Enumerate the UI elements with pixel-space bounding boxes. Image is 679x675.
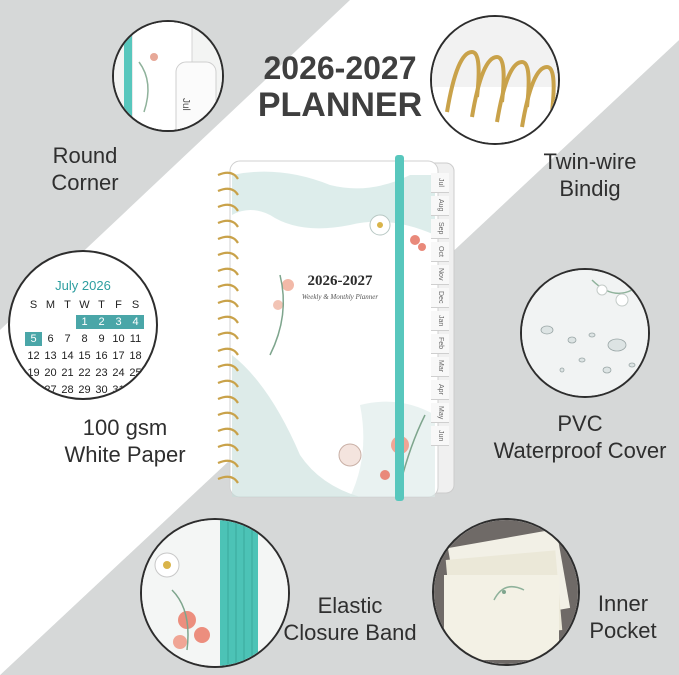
weekday-label: W bbox=[79, 299, 90, 311]
tab-dec: Dec bbox=[431, 288, 449, 308]
weekday-label: T bbox=[98, 299, 105, 311]
calendar-paper-photo: July 2026 S M T W T F S 1 2 3 4 5 6 7 8 … bbox=[8, 250, 158, 400]
calendar-day: 6 bbox=[47, 333, 54, 345]
calendar-day: 14 bbox=[61, 350, 74, 362]
calendar-day: 20 bbox=[44, 367, 57, 379]
tab-may: May bbox=[431, 403, 449, 423]
calendar-day: 27 bbox=[44, 384, 57, 396]
weekday-label: M bbox=[45, 299, 56, 311]
pocket-line1: Inner bbox=[597, 591, 649, 616]
calendar-day: 19 bbox=[27, 367, 40, 379]
pocket-line2: Pocket bbox=[589, 618, 657, 643]
calendar-day: 29 bbox=[78, 384, 91, 396]
weekday-label: S bbox=[131, 299, 140, 311]
calendar-day: 31 bbox=[112, 384, 125, 396]
planner-heading: 2026-2027 PLANNER bbox=[235, 52, 445, 122]
elastic-label: Elastic Closure Band bbox=[270, 592, 430, 646]
weekday-label: S bbox=[29, 299, 38, 311]
calendar-day: 26 bbox=[27, 384, 40, 396]
pocket-label: Inner Pocket bbox=[578, 590, 668, 644]
cover-title: 2026-2027 bbox=[307, 273, 373, 289]
elastic-line1: Elastic bbox=[317, 593, 383, 618]
tab-jun: Jun bbox=[431, 426, 449, 446]
elastic-line2: Closure Band bbox=[283, 620, 417, 645]
calendar-day: 25 bbox=[129, 367, 142, 379]
tab-mar: Mar bbox=[431, 357, 449, 377]
round-corner-label: Round Corner bbox=[30, 142, 140, 196]
elastic-band-photo bbox=[140, 518, 290, 668]
paper-line2: White Paper bbox=[64, 442, 186, 467]
twin-wire-photo bbox=[430, 15, 560, 145]
pvc-cover-photo bbox=[520, 268, 650, 398]
tab-jan: Jan bbox=[431, 311, 449, 331]
pvc-label: PVC Waterproof Cover bbox=[480, 410, 679, 464]
calendar-day bbox=[25, 315, 42, 329]
twin-wire-line2: Bindig bbox=[559, 176, 621, 201]
calendar-day: 30 bbox=[95, 384, 108, 396]
calendar-day: 13 bbox=[44, 350, 57, 362]
calendar-day: 2 bbox=[93, 315, 110, 329]
twin-wire-line1: Twin-wire bbox=[543, 149, 637, 174]
calendar-day bbox=[59, 315, 76, 329]
calendar-day: 15 bbox=[78, 350, 91, 362]
tab-nov: Nov bbox=[431, 265, 449, 285]
calendar-day: 21 bbox=[61, 367, 74, 379]
calendar-day: 28 bbox=[61, 384, 74, 396]
calendar-day: 23 bbox=[95, 367, 108, 379]
round-corner-line1: Round bbox=[52, 143, 118, 168]
month-tabs: Jul Aug Sep Oct Nov Dec Jan Feb Mar Apr … bbox=[431, 173, 449, 446]
planner-product: 2026-2027 Weekly & Monthly Planner Jul A… bbox=[210, 155, 468, 505]
calendar-day: 22 bbox=[78, 367, 91, 379]
calendar-day: 10 bbox=[112, 333, 125, 345]
round-corner-tab-jul: Jul bbox=[180, 98, 191, 111]
calendar-day: 4 bbox=[127, 315, 144, 329]
tab-jul: Jul bbox=[431, 173, 449, 193]
round-corner-photo: Jul Au bbox=[112, 20, 224, 132]
calendar-day: 9 bbox=[98, 333, 105, 345]
calendar-day bbox=[127, 383, 144, 397]
calendar-day: 8 bbox=[81, 333, 88, 345]
weekday-label: T bbox=[64, 299, 71, 311]
tab-aug: Aug bbox=[431, 196, 449, 216]
paper-line1: 100 gsm bbox=[82, 415, 168, 440]
inner-pocket-photo bbox=[432, 518, 580, 666]
pvc-line2: Waterproof Cover bbox=[493, 438, 667, 463]
calendar-day: 7 bbox=[64, 333, 71, 345]
calendar-day: 18 bbox=[129, 350, 142, 362]
twin-wire-label: Twin-wire Bindig bbox=[530, 148, 650, 202]
paper-label: 100 gsm White Paper bbox=[50, 414, 200, 468]
calendar-day: 17 bbox=[112, 350, 125, 362]
heading-planner: PLANNER bbox=[257, 86, 423, 124]
calendar-grid: S M T W T F S 1 2 3 4 5 6 7 8 9 10 11 12… bbox=[25, 298, 145, 397]
tab-apr: Apr bbox=[431, 380, 449, 400]
calendar-day: 24 bbox=[112, 367, 125, 379]
calendar-day: 5 bbox=[25, 332, 42, 346]
calendar-day: 3 bbox=[110, 315, 127, 329]
calendar-day: 1 bbox=[76, 315, 93, 329]
cover-subtitle: Weekly & Monthly Planner bbox=[301, 293, 379, 301]
pvc-line1: PVC bbox=[557, 411, 603, 436]
heading-year: 2026-2027 bbox=[263, 50, 417, 86]
calendar-day bbox=[42, 315, 59, 329]
tab-feb: Feb bbox=[431, 334, 449, 354]
calendar-day: 12 bbox=[27, 350, 40, 362]
planner-illustration bbox=[217, 155, 455, 501]
calendar-day: 16 bbox=[95, 350, 108, 362]
calendar-month-title: July 2026 bbox=[55, 278, 111, 293]
round-corner-line2: Corner bbox=[51, 170, 119, 195]
weekday-label: F bbox=[115, 299, 122, 311]
tab-sep: Sep bbox=[431, 219, 449, 239]
calendar-day: 11 bbox=[129, 333, 142, 345]
tab-oct: Oct bbox=[431, 242, 449, 262]
